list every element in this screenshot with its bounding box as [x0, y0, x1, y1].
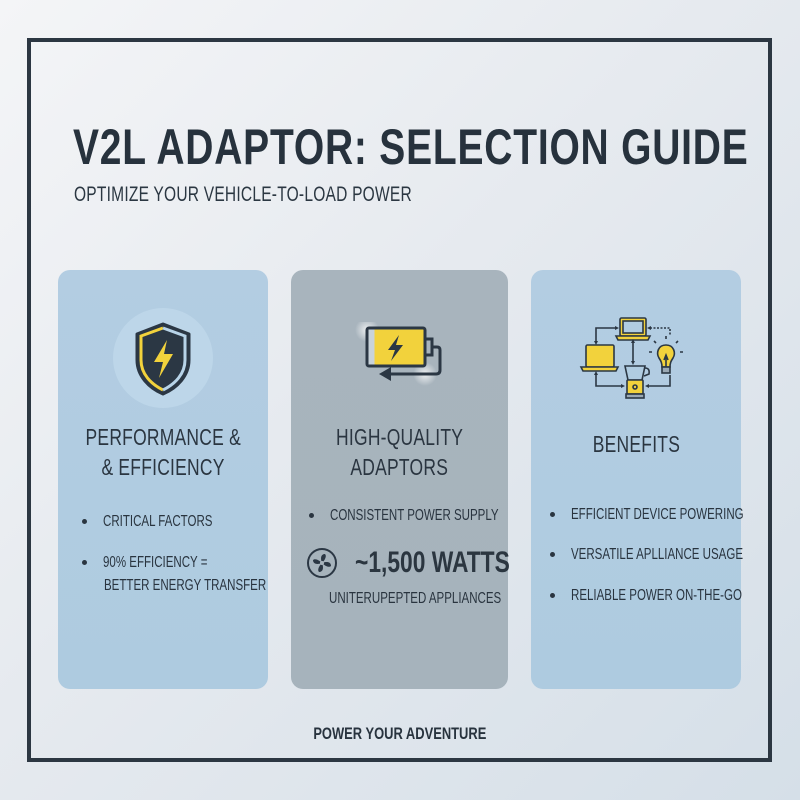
- bullet-dot: [550, 552, 555, 557]
- bullet-dot: [82, 560, 87, 565]
- watts-highlight: ~1,500 WATTS: [306, 545, 559, 581]
- card-title: BENEFITS: [592, 431, 680, 457]
- card-title: HIGH-QUALITY ADAPTORS: [335, 424, 464, 480]
- card-benefits: BENEFITS EFFICIENT DEVICE POWERING VERSA…: [531, 270, 744, 689]
- bullet-dot: [550, 512, 555, 517]
- note-text: UNITERUPEPTED APPLIANCES: [329, 590, 502, 607]
- card-title: PERFORMANCE & & EFFICIENCY: [85, 424, 241, 480]
- bullet-dot: [82, 519, 87, 524]
- connected-devices-icon: [531, 308, 741, 408]
- bullet-dot: [309, 513, 314, 518]
- card-performance-efficiency: PERFORMANCE & & EFFICIENCY CRITICAL FACT…: [58, 270, 268, 689]
- watts-value: ~1,500 WATTS: [355, 546, 510, 579]
- fan-icon: [307, 548, 337, 578]
- shield-lightning-icon: [58, 308, 268, 408]
- page-subtitle: OPTIMIZE YOUR VEHICLE-TO-LOAD POWER: [74, 183, 412, 206]
- page-title: V2L ADAPTOR: SELECTION GUIDE: [73, 119, 749, 175]
- card-high-quality-adaptors: HIGH-QUALITY ADAPTORS CONSISTENT POWER S…: [291, 270, 508, 689]
- outer-frame: [27, 38, 772, 762]
- footer-tagline: POWER YOUR ADVENTURE: [313, 724, 487, 743]
- battery-charging-icon: [291, 322, 508, 394]
- bullet-dot: [550, 593, 555, 598]
- bullet-continuation: BETTER ENERGY TRANSFER: [104, 577, 267, 594]
